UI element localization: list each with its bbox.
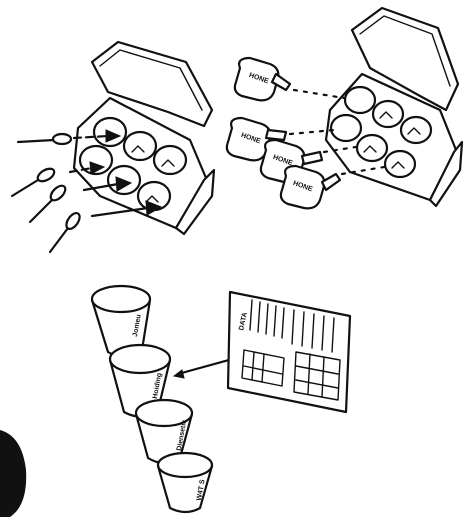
spoons [12,134,82,252]
spoon [50,211,82,252]
dark-blob [0,430,26,517]
spoon [12,166,56,196]
data-sheet: DATA [228,292,350,412]
bottles-into-egg-carton: HONE HONE HONE HONE [227,8,462,208]
spoon [30,183,68,222]
cups-and-data-sheet: Jomeu Hoiding Diensetic W4T S DATA [92,286,350,512]
egg-cup [345,87,375,113]
egg-cup [154,146,186,174]
egg-cup [124,132,156,160]
bottle: HONE [281,166,340,208]
egg-cup [331,115,361,141]
spoon [18,134,71,144]
cup: W4T S [158,453,212,512]
spoons-into-egg-carton [12,42,214,252]
bottle: HONE [235,58,290,100]
